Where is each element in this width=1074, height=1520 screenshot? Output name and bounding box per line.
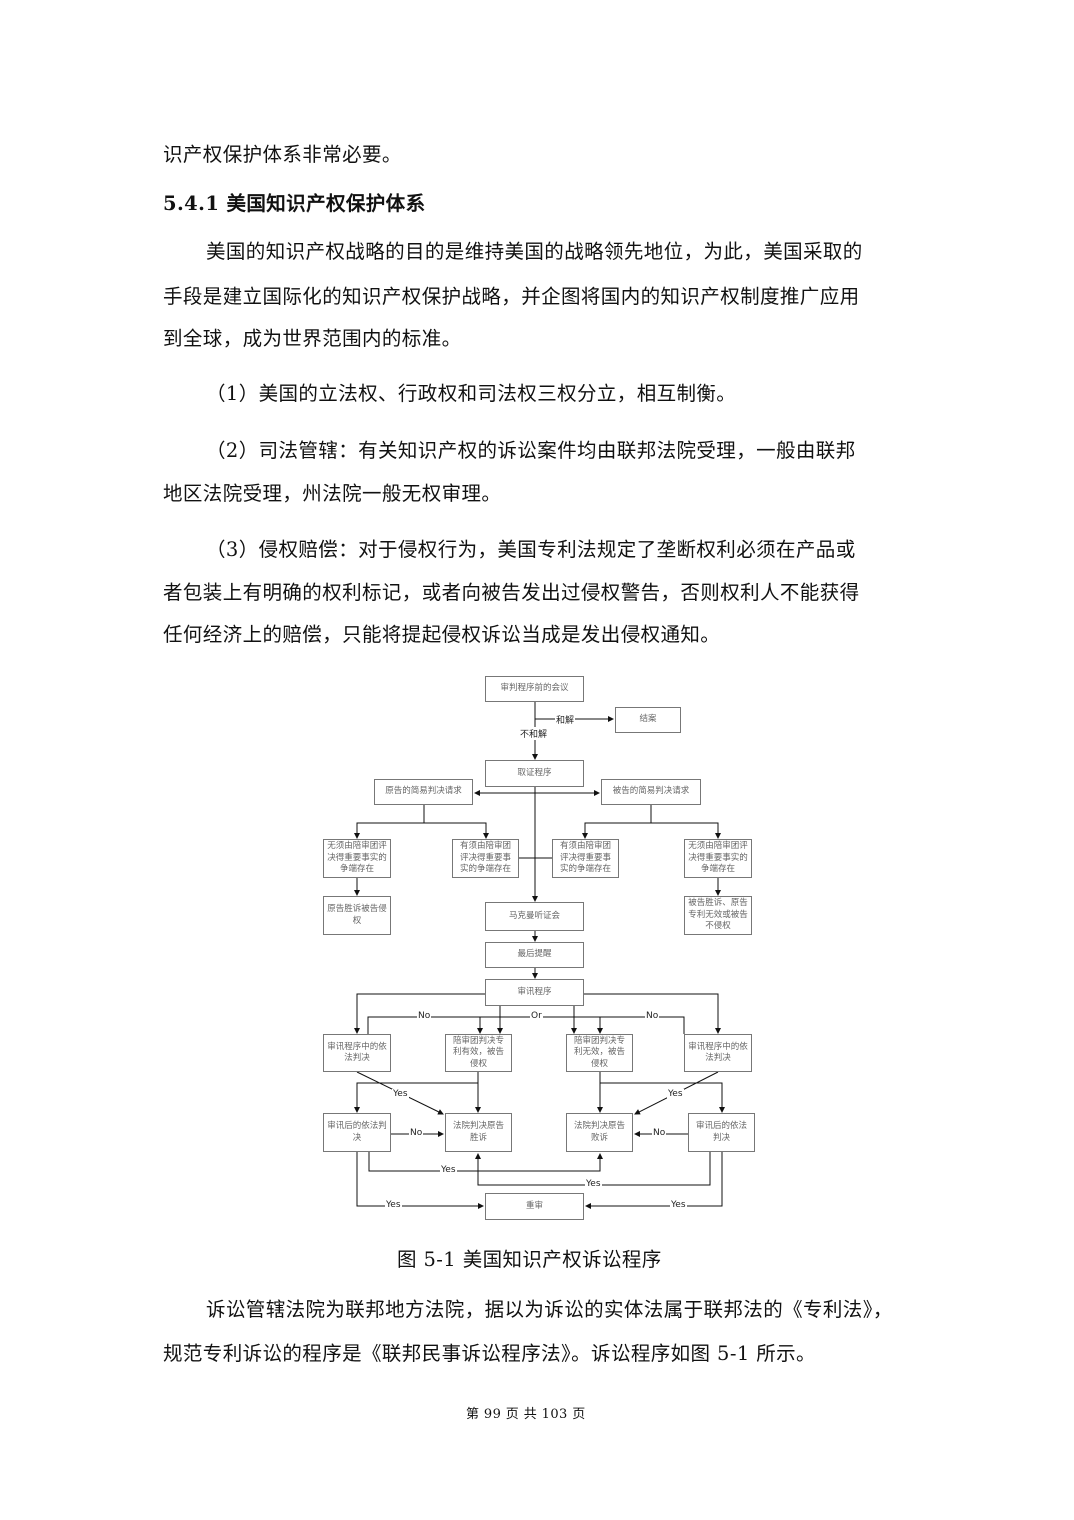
label-no: No (652, 1128, 666, 1138)
label-no: No (417, 1011, 431, 1021)
node-discovery: 取证程序 (485, 760, 584, 787)
node-trial: 审讯程序 (485, 979, 584, 1006)
node-no-dispute: 无须由陪审团评决得重要事实的争端存在 (684, 839, 752, 878)
node-pretrial-conference: 审判程序前的会议 (485, 676, 584, 702)
label-or: Or (530, 1011, 543, 1021)
label-settle: 和解 (555, 713, 575, 726)
node-defendant-wins: 被告胜诉、原告专利无效或被告不侵权 (684, 896, 752, 935)
node-dispute: 有须由陪审团评决得重要事实的争端存在 (452, 839, 519, 878)
node-final: 最后提醒 (485, 942, 584, 968)
label-yes: Yes (670, 1200, 687, 1210)
node-jmol-during-trial: 审讯程序中的依法判决 (684, 1034, 752, 1072)
text-line: 规范专利诉讼的程序是《联邦民事诉讼程序法》。诉讼程序如图 5-1 所示。 (163, 1337, 816, 1366)
label-yes: Yes (585, 1179, 602, 1189)
node-dispute: 有须由陪审团评决得重要事实的争端存在 (552, 839, 619, 878)
node-case-closed: 结案 (615, 707, 681, 733)
label-no: No (409, 1128, 423, 1138)
node-jmol-after-trial: 审讯后的依法判决 (323, 1113, 391, 1152)
node-defendant-request: 被告的简易判决请求 (601, 779, 701, 805)
node-plaintiff-wins: 原告胜诉被告侵权 (323, 896, 391, 935)
node-jury-invalid: 陪审团判决专利无效，被告侵权 (566, 1034, 633, 1072)
node-court-plaintiff-loses: 法院判决原告败诉 (566, 1113, 633, 1152)
figure-caption: 图 5-1 美国知识产权诉讼程序 (397, 1243, 662, 1272)
label-yes: Yes (385, 1200, 402, 1210)
label-no-settle: 不和解 (519, 727, 548, 740)
node-jmol-during-trial: 审讯程序中的依法判决 (323, 1034, 391, 1072)
node-court-plaintiff-wins: 法院判决原告胜诉 (445, 1113, 512, 1152)
node-jury-valid: 陪审团判决专利有效，被告侵权 (445, 1034, 512, 1072)
node-no-dispute: 无须由陪审团评决得重要事实的争端存在 (323, 839, 391, 878)
page-footer: 第 99 页 共 103 页 (466, 1403, 586, 1422)
node-retrial: 重审 (485, 1193, 584, 1220)
text-line: 诉讼管辖法院为联邦地方法院，据以为诉讼的实体法属于联邦法的《专利法》， (206, 1293, 893, 1322)
label-yes: Yes (667, 1089, 684, 1099)
node-jmol-after-trial: 审讯后的依法判决 (688, 1113, 755, 1152)
label-no: No (645, 1011, 659, 1021)
node-plaintiff-request: 原告的简易判决请求 (374, 779, 473, 805)
label-yes: Yes (392, 1089, 409, 1099)
label-yes: Yes (440, 1165, 457, 1175)
node-markman-hearing: 马克曼听证会 (485, 902, 584, 931)
